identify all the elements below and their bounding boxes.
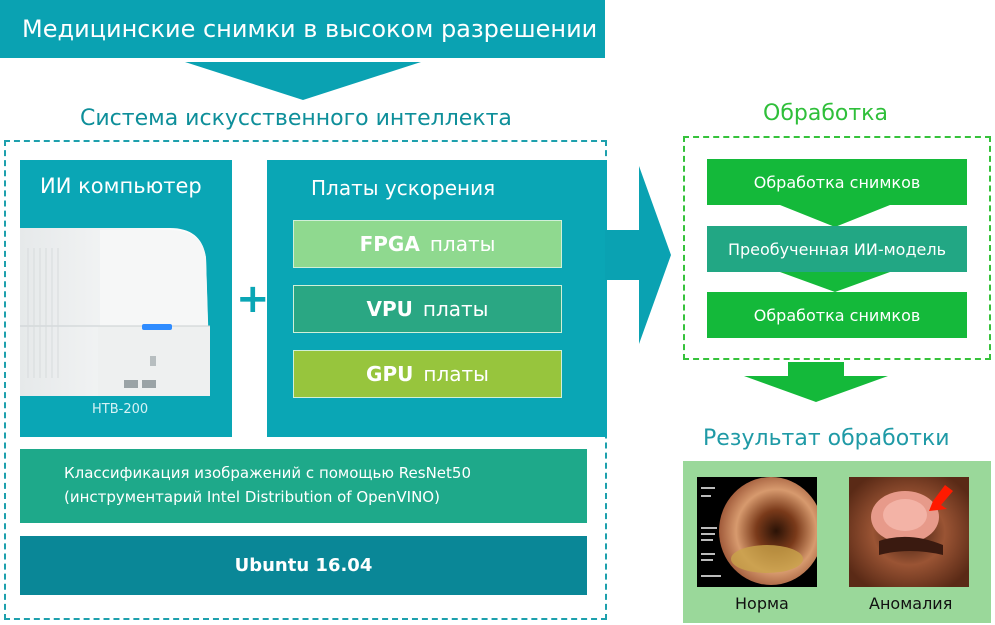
classification-line-1: Классификация изображений с помощью ResN… bbox=[64, 464, 471, 482]
processing-frame bbox=[683, 136, 991, 360]
down-arrow-icon bbox=[185, 62, 421, 100]
ai-system-title: Система искусственного интеллекта bbox=[80, 106, 512, 131]
board-fpga: FPGA платы bbox=[293, 220, 562, 268]
board-name: GPU bbox=[366, 362, 414, 386]
right-arrow-icon bbox=[605, 166, 671, 344]
step-label: Преобученная ИИ-модель bbox=[727, 239, 947, 259]
board-name: VPU bbox=[366, 297, 413, 321]
board-name: FPGA bbox=[359, 232, 420, 256]
down-arrow-icon bbox=[780, 205, 890, 227]
result-title: Результат обработки bbox=[703, 426, 950, 451]
result-box: Норма Аномалия bbox=[683, 461, 991, 623]
processing-step-3: Обработка снимков bbox=[707, 292, 967, 338]
step-label: Обработка снимков bbox=[753, 172, 921, 192]
classification-bar: Классификация изображений с помощью ResN… bbox=[20, 449, 587, 523]
board-gpu: GPU платы bbox=[293, 350, 562, 398]
scan-image-normal bbox=[697, 477, 817, 587]
down-arrow-icon bbox=[780, 272, 890, 292]
os-label: Ubuntu 16.04 bbox=[234, 555, 373, 576]
step-label: Обработка снимков bbox=[753, 305, 921, 325]
ai-computer-panel: ИИ компьютер HTB-200 bbox=[20, 160, 232, 437]
top-banner: Медицинские снимки в высоком разрешении bbox=[0, 0, 605, 58]
banner-text: Медицинские снимки в высоком разрешении bbox=[22, 15, 598, 43]
processing-title: Обработка bbox=[763, 101, 888, 126]
scan-image-anomaly bbox=[849, 477, 969, 587]
board-suffix: платы bbox=[429, 232, 496, 256]
computer-icon bbox=[20, 228, 210, 396]
model-label: HTB-200 bbox=[92, 402, 149, 417]
boards-panel: Платы ускорения FPGA платы VPU платы GPU… bbox=[267, 160, 607, 437]
processing-step-1: Обработка снимков bbox=[707, 159, 967, 205]
classification-line-2: (инструментарий Intel Distribution of Op… bbox=[64, 488, 440, 506]
boards-title: Платы ускорения bbox=[311, 176, 496, 200]
board-suffix: платы bbox=[422, 297, 489, 321]
ai-computer-title: ИИ компьютер bbox=[40, 174, 202, 198]
board-suffix: платы bbox=[423, 362, 489, 386]
caption-normal: Норма bbox=[735, 594, 789, 613]
down-arrow-icon bbox=[744, 362, 888, 402]
plus-icon: + bbox=[236, 276, 270, 322]
caption-anomaly: Аномалия bbox=[869, 594, 953, 613]
os-bar: Ubuntu 16.04 bbox=[20, 536, 587, 595]
processing-step-2: Преобученная ИИ-модель bbox=[707, 226, 967, 272]
board-vpu: VPU платы bbox=[293, 285, 562, 333]
